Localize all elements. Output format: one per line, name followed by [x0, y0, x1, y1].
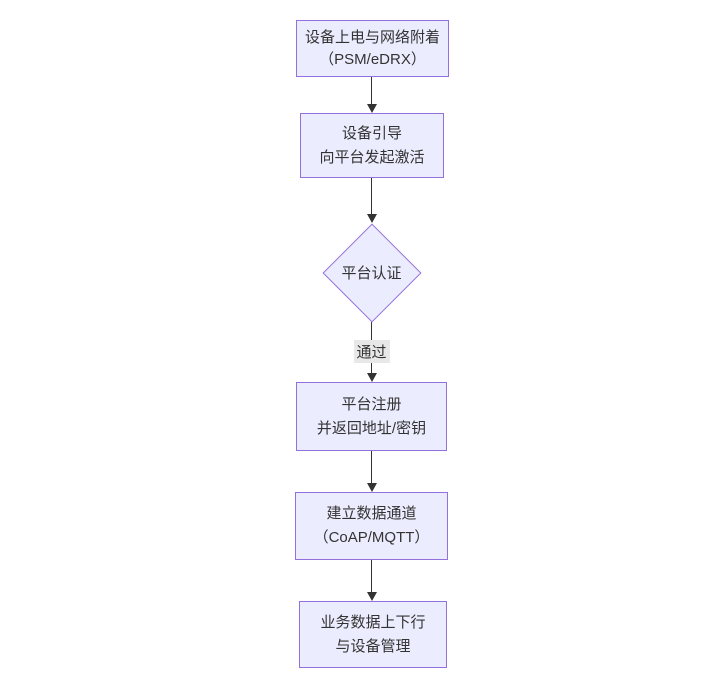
- node-power-attach: 设备上电与网络附着 （PSM/eDRX）: [296, 20, 449, 77]
- arrowhead-down-icon: [366, 373, 377, 382]
- node-label-line2: 并返回地址/密钥: [316, 419, 427, 437]
- node-register: 平台注册 并返回地址/密钥: [296, 382, 447, 451]
- node-label-line1: 设备上电与网络附着: [304, 28, 440, 46]
- edge-power-attach-to-bootstrap: [366, 77, 377, 113]
- edge-bootstrap-to-auth: [366, 178, 377, 223]
- arrowhead-down-icon: [366, 483, 377, 492]
- edge-line: [370, 178, 373, 214]
- node-label-line1: 平台注册: [341, 395, 402, 413]
- node-label-line2: （CoAP/MQTT）: [313, 529, 430, 546]
- arrowhead-down-icon: [366, 104, 377, 113]
- node-label-line2: 与设备管理: [335, 637, 411, 655]
- edge-line: [370, 77, 373, 104]
- node-label-line1: 平台认证: [341, 265, 402, 282]
- node-label-line1: 设备引导: [341, 124, 402, 142]
- edge-channel-to-business: [366, 560, 377, 601]
- node-business: 业务数据上下行 与设备管理: [299, 601, 447, 668]
- arrowhead-down-icon: [366, 214, 377, 223]
- edge-line: [370, 560, 373, 592]
- node-label-line2: 向平台发起激活: [319, 148, 425, 166]
- edge-register-to-channel: [366, 451, 377, 492]
- edge-label-pass: 通过: [353, 340, 390, 363]
- edge-line: [370, 451, 373, 483]
- node-auth-decision: 平台认证: [321, 222, 422, 323]
- node-label-line1: 建立数据通道: [326, 505, 417, 522]
- edge-auth-to-register: 通过: [353, 322, 390, 382]
- node-label-line2: （PSM/eDRX）: [319, 50, 426, 68]
- node-bootstrap: 设备引导 向平台发起激活: [300, 113, 444, 178]
- node-label-line1: 业务数据上下行: [320, 613, 426, 631]
- arrowhead-down-icon: [366, 592, 377, 601]
- node-channel: 建立数据通道 （CoAP/MQTT）: [295, 492, 448, 560]
